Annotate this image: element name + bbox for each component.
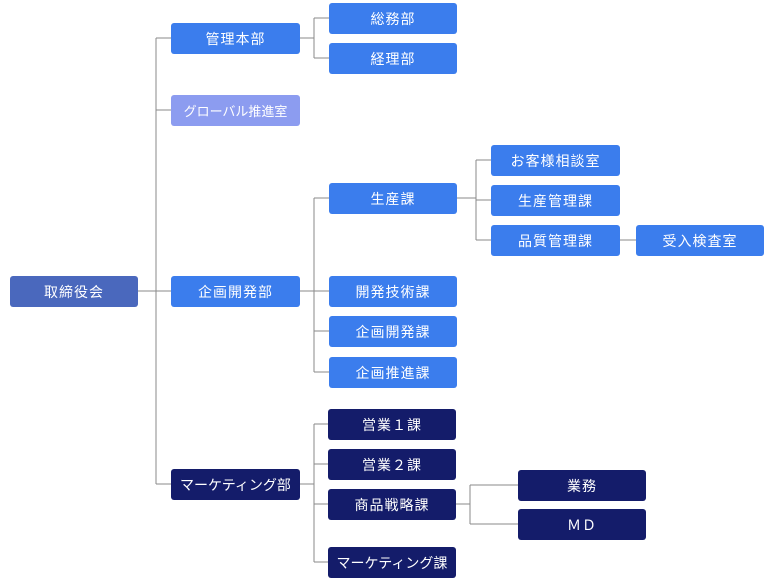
node-marketing-division[interactable]: マーケティング部 [171,469,300,500]
node-global-promotion-office[interactable]: グローバル推進室 [171,95,300,126]
node-admin-division[interactable]: 管理本部 [171,23,300,54]
node-marketing-section[interactable]: マーケティング課 [328,547,456,578]
node-sales-section-2[interactable]: 営業２課 [328,449,456,480]
node-board-of-directors[interactable]: 取締役会 [10,276,138,307]
node-product-strategy-section[interactable]: 商品戦略課 [328,489,456,520]
node-receiving-inspection-office[interactable]: 受入検査室 [636,225,764,256]
node-md[interactable]: ＭＤ [518,509,646,540]
node-accounting[interactable]: 経理部 [329,43,457,74]
node-customer-consultation-office[interactable]: お客様相談室 [491,145,620,176]
node-business-operations[interactable]: 業務 [518,470,646,501]
node-production-management-section[interactable]: 生産管理課 [491,185,620,216]
node-planning-development-section[interactable]: 企画開発課 [329,316,457,347]
node-quality-management-section[interactable]: 品質管理課 [491,225,620,256]
node-planning-development-division[interactable]: 企画開発部 [171,276,300,307]
node-planning-promotion-section[interactable]: 企画推進課 [329,357,457,388]
node-sales-section-1[interactable]: 営業１課 [328,409,456,440]
node-production-section[interactable]: 生産課 [329,183,457,214]
node-development-technology-section[interactable]: 開発技術課 [329,276,457,307]
node-general-affairs[interactable]: 総務部 [329,3,457,34]
